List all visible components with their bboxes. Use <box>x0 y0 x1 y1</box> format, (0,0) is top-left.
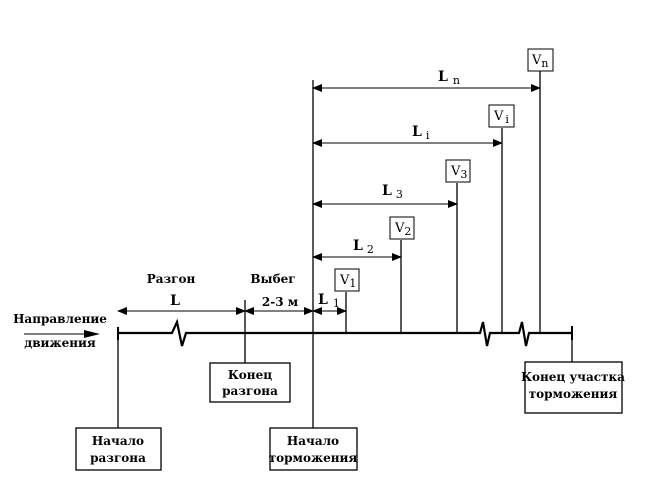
svg-text:разгона: разгона <box>90 451 146 465</box>
svg-text:Конец: Конец <box>228 368 272 382</box>
svg-text:V2: V2 <box>394 221 411 238</box>
svg-text:разгона: разгона <box>222 384 278 398</box>
svg-text:V1: V1 <box>339 273 356 290</box>
box-accel-start: Начало разгона <box>75 427 162 471</box>
accel-length-label: L <box>170 293 180 309</box>
speed-box-vn: Vn <box>527 48 554 72</box>
svg-text:Начало: Начало <box>287 434 339 448</box>
svg-text:Vi: Vi <box>493 109 509 126</box>
svg-text:торможения: торможения <box>529 387 618 401</box>
svg-text:Vn: Vn <box>531 53 548 70</box>
speed-box-v2: V2 <box>389 216 415 240</box>
track-line <box>117 318 573 347</box>
speed-box-v3: V3 <box>445 159 471 183</box>
svg-text:Конец участка: Конец участка <box>521 370 625 384</box>
speed-box-v1: V1 <box>334 268 360 292</box>
svg-text:Начало: Начало <box>92 434 144 448</box>
box-braking-end: Конец участка торможения <box>521 361 625 414</box>
phase-acceleration-label: Разгон <box>147 272 196 286</box>
phase-coast-label: Выбег <box>250 272 295 286</box>
coast-length-label: 2-3 м <box>262 295 299 309</box>
direction-arrow-icon <box>24 330 100 338</box>
svg-text:V3: V3 <box>450 164 467 181</box>
direction-label-line1: Направление <box>13 312 107 326</box>
box-braking-start: Начало торможения <box>269 427 358 471</box>
box-accel-end: Конец разгона <box>209 362 291 403</box>
svg-text:торможения: торможения <box>269 451 358 465</box>
direction-label-line2: движения <box>24 336 96 350</box>
